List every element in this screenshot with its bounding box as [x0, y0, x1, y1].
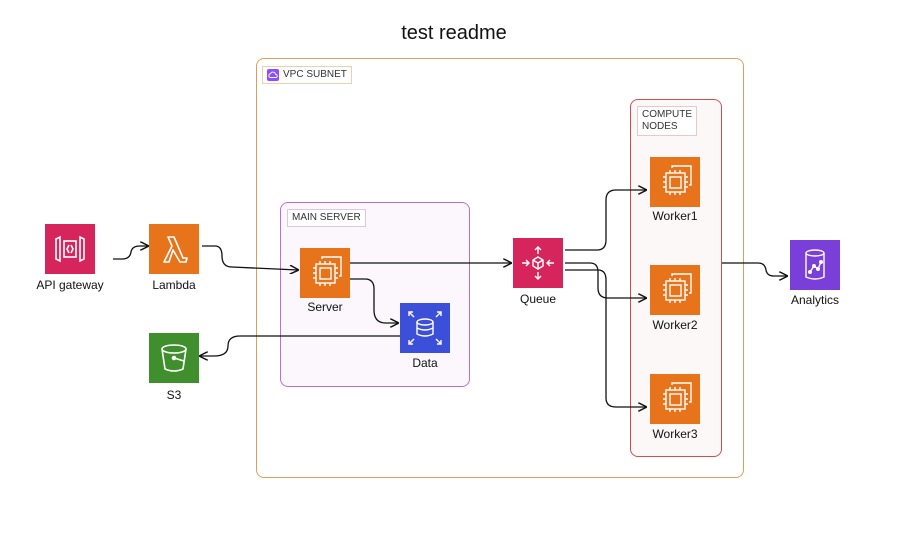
- vpc-subnet-label-text: VPC SUBNET: [283, 69, 347, 80]
- edge-compute-to-analytics: [722, 262, 787, 276]
- analytics-node[interactable]: [790, 240, 840, 290]
- s3-node[interactable]: [149, 333, 199, 383]
- worker3-label: Worker3: [652, 427, 698, 441]
- analytics-icon: [790, 240, 840, 290]
- server-label: Server: [307, 300, 343, 314]
- data-node[interactable]: [400, 303, 450, 353]
- data-label: Data: [412, 356, 438, 370]
- worker1-node[interactable]: [650, 157, 700, 207]
- ec2-instance-icon: [300, 248, 350, 298]
- api-gateway-icon: [45, 224, 95, 274]
- worker2-node[interactable]: [650, 265, 700, 315]
- s3-label: S3: [166, 388, 182, 402]
- queue-label: Queue: [519, 292, 557, 306]
- compute-nodes-label: COMPUTE NODES: [637, 106, 697, 136]
- lambda-label: Lambda: [152, 278, 196, 292]
- edge-server-to-data: [350, 278, 398, 323]
- worker2-label: Worker2: [652, 318, 698, 332]
- server-node[interactable]: [300, 248, 350, 298]
- s3-bucket-icon: [149, 333, 199, 383]
- worker1-label: Worker1: [652, 209, 698, 223]
- main-server-label: MAIN SERVER: [287, 209, 366, 227]
- api-gateway-node[interactable]: [45, 224, 95, 274]
- edge-api-to-lambda: [113, 246, 148, 260]
- ec2-instance-icon: [650, 374, 700, 424]
- edge-data-to-s3: [200, 335, 400, 356]
- queue-node[interactable]: [513, 238, 563, 288]
- analytics-label: Analytics: [790, 293, 840, 307]
- sqs-queue-icon: [513, 238, 563, 288]
- edge-queue-to-worker3: [565, 269, 646, 407]
- rds-database-icon: [400, 303, 450, 353]
- vpc-cloud-icon: [267, 69, 279, 81]
- edge-queue-to-worker2: [565, 262, 646, 298]
- diagram-title: test readme: [401, 22, 507, 44]
- edge-lambda-to-server: [202, 245, 298, 270]
- vpc-subnet-label: VPC SUBNET: [262, 66, 352, 84]
- lambda-node[interactable]: [149, 224, 199, 274]
- worker3-node[interactable]: [650, 374, 700, 424]
- api-gateway-label: API gateway: [36, 278, 104, 292]
- edge-queue-to-worker1: [565, 190, 646, 251]
- ec2-instance-icon: [650, 157, 700, 207]
- ec2-instance-icon: [650, 265, 700, 315]
- lambda-icon: [149, 224, 199, 274]
